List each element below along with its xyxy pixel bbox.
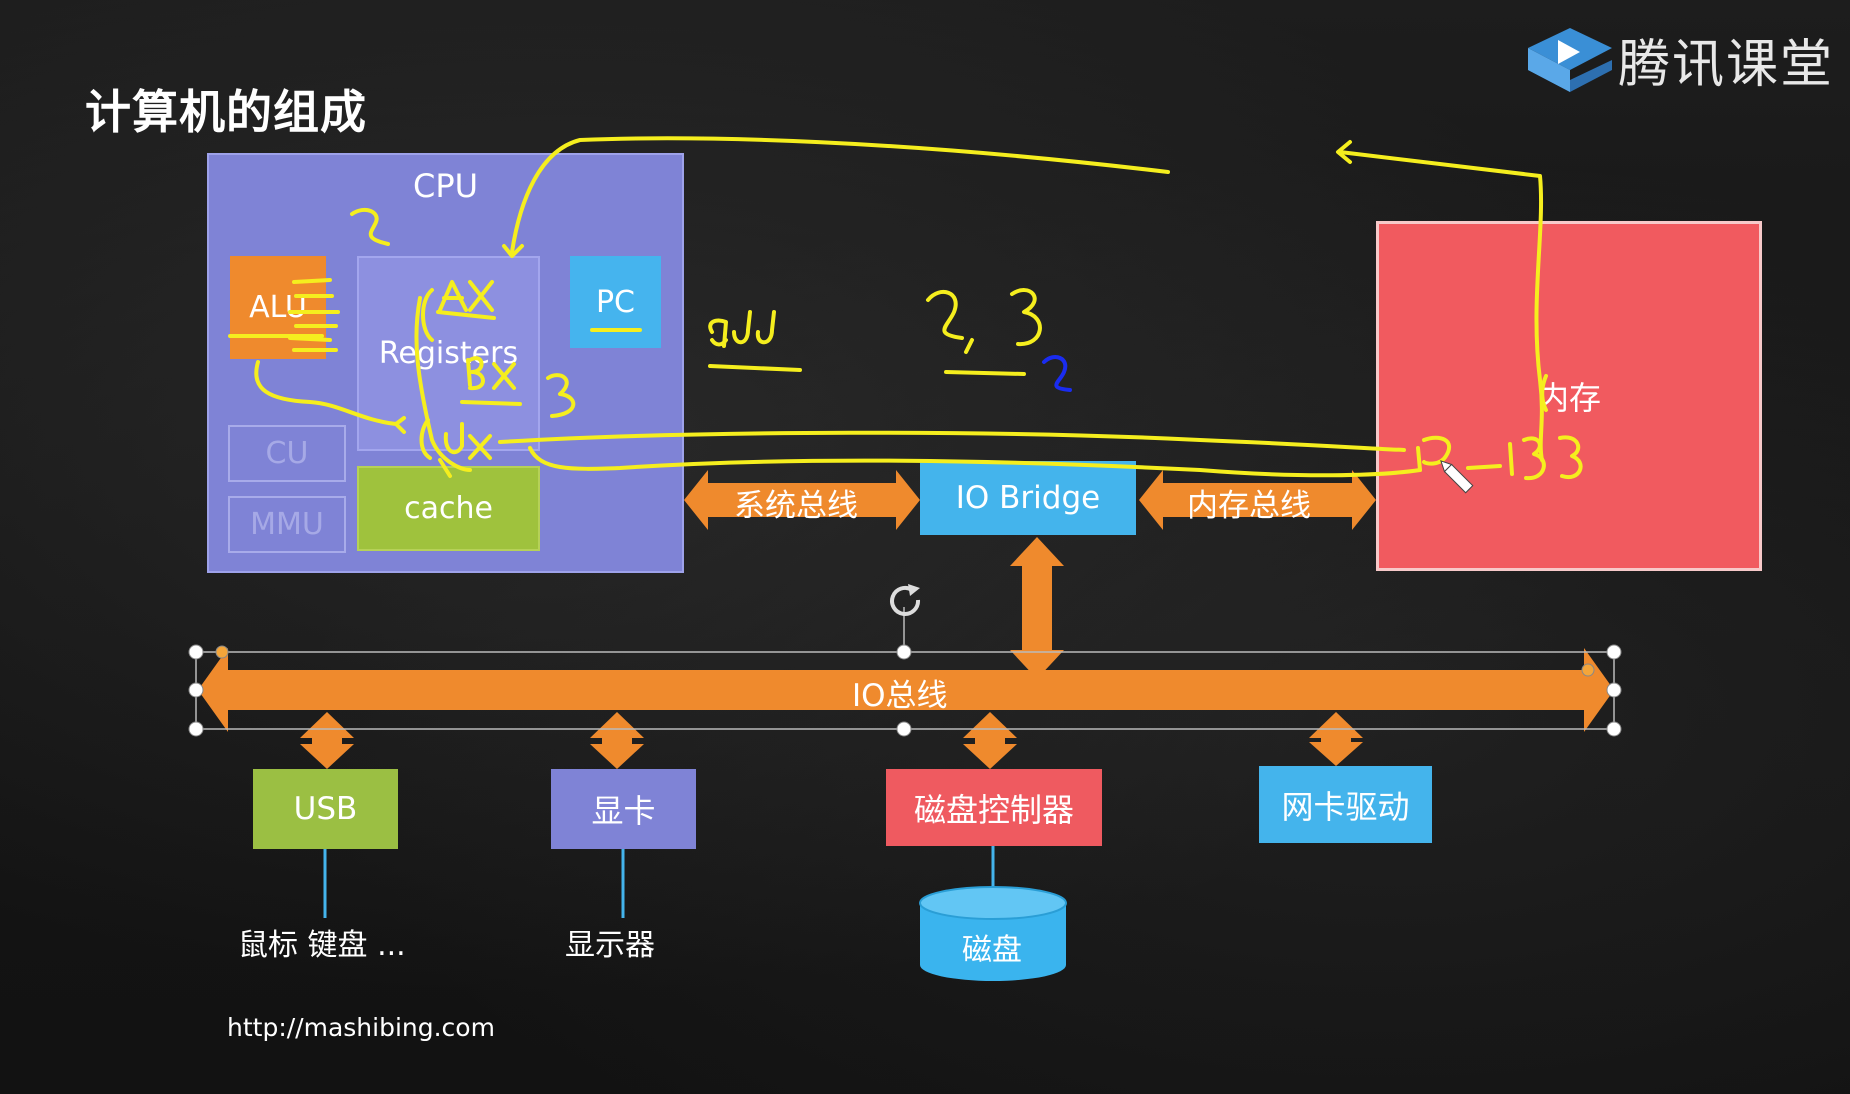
nic-label: 网卡驱动 bbox=[1281, 787, 1410, 826]
diskctl-connector-arrow bbox=[963, 712, 1017, 769]
gpu-connector-arrow bbox=[590, 712, 644, 769]
logo-text: 腾讯课堂 bbox=[1618, 35, 1835, 95]
gpu-peripheral-label: 显示器 bbox=[565, 928, 655, 963]
usb-peripheral-label: 鼠标 键盘 ... bbox=[238, 928, 406, 963]
gpu-label: 显卡 bbox=[591, 792, 656, 830]
system-bus-arrow bbox=[684, 470, 920, 530]
pc-box: PC bbox=[570, 256, 661, 348]
io-bus-arrow bbox=[198, 648, 1614, 732]
cache-label: cache bbox=[404, 491, 493, 526]
cu-box: CU bbox=[228, 425, 346, 482]
system-bus-label: 系统总线 bbox=[734, 488, 858, 524]
rotate-handle-icon[interactable] bbox=[890, 584, 921, 616]
io-bridge-label: IO Bridge bbox=[955, 480, 1101, 516]
disk-controller-box: 磁盘控制器 bbox=[886, 769, 1102, 846]
registers-box: Registers bbox=[357, 256, 540, 451]
memory-bus-label: 内存总线 bbox=[1187, 488, 1311, 524]
cu-label: CU bbox=[265, 436, 309, 471]
alu-box: ALU bbox=[230, 256, 326, 359]
cpu-label: CPU bbox=[412, 167, 479, 205]
gpu-box: 显卡 bbox=[551, 769, 696, 849]
memory-box: 内存 bbox=[1376, 221, 1762, 571]
disk-label: 磁盘 bbox=[962, 933, 1022, 968]
alu-label: ALU bbox=[249, 290, 307, 325]
pc-label: PC bbox=[595, 284, 636, 320]
nic-box: 网卡驱动 bbox=[1259, 766, 1432, 843]
cache-box: cache bbox=[357, 466, 540, 551]
selection-handles[interactable] bbox=[188, 644, 1622, 737]
io-bus-label: IO总线 bbox=[852, 678, 948, 714]
io-bridge-box: IO Bridge bbox=[920, 461, 1136, 535]
mmu-box: MMU bbox=[228, 496, 346, 553]
usb-label: USB bbox=[293, 791, 358, 827]
registers-label: Registers bbox=[378, 336, 519, 371]
footer-url: http://mashibing.com bbox=[227, 1013, 495, 1042]
usb-connector-arrow bbox=[300, 712, 354, 769]
disk-cylinder bbox=[919, 886, 1067, 981]
usb-box: USB bbox=[253, 769, 398, 849]
disk-controller-label: 磁盘控制器 bbox=[913, 790, 1074, 829]
nic-connector-arrow bbox=[1309, 712, 1363, 766]
page-title: 计算机的组成 bbox=[85, 85, 367, 139]
mmu-label: MMU bbox=[250, 507, 324, 542]
iobridge-vertical-arrow bbox=[1010, 537, 1064, 679]
memory-label: 内存 bbox=[1536, 379, 1601, 417]
memory-bus-arrow bbox=[1139, 470, 1376, 530]
